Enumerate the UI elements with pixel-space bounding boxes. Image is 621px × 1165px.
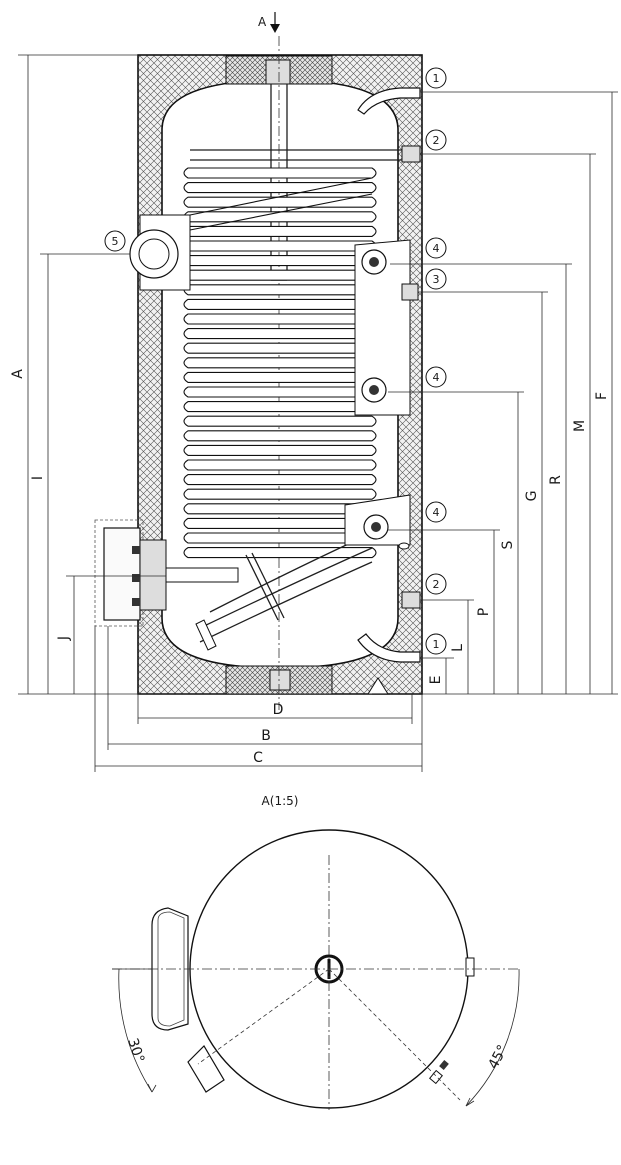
heating-coil xyxy=(183,167,377,559)
callout-number: 5 xyxy=(112,235,119,248)
coil-turn xyxy=(183,284,377,296)
sensor-socket-bottom xyxy=(363,514,410,550)
coil-turn xyxy=(183,386,377,398)
dim-label-c: C xyxy=(253,750,263,766)
coil-turn xyxy=(183,313,377,325)
dim-label-i: I xyxy=(30,476,46,480)
callout-4: 4 xyxy=(425,501,447,523)
dim-label-a: A xyxy=(10,369,26,379)
callout-2: 2 xyxy=(425,129,447,151)
dimension-lines xyxy=(18,54,618,772)
coil-turn xyxy=(183,547,377,559)
coil-turn xyxy=(183,401,377,413)
dim-label-s: S xyxy=(500,540,516,549)
coil-turn xyxy=(183,371,377,383)
dimension-labels: A I J F M RG S P L E DBC xyxy=(10,369,610,766)
coil-turn xyxy=(183,488,377,500)
callout-group: 1 2 4 3 4 4 2 1 5 xyxy=(104,67,447,655)
coil-turn xyxy=(183,444,377,456)
coil-turn xyxy=(183,182,377,194)
heater-flange xyxy=(94,519,239,627)
connection-1-top xyxy=(357,87,421,115)
top-view-socket-right xyxy=(465,957,475,977)
coil-turn xyxy=(183,415,377,427)
callout-3: 3 xyxy=(425,268,447,290)
sensor-socket-middle xyxy=(361,377,387,403)
callout-1: 1 xyxy=(425,67,447,89)
coil-turn xyxy=(183,269,377,281)
coil-turn xyxy=(183,225,377,237)
dim-label-j: J xyxy=(56,636,72,641)
callout-number: 1 xyxy=(433,72,440,85)
connection-2-top xyxy=(190,145,421,163)
coil-turn xyxy=(183,167,377,179)
connection-2-bottom xyxy=(401,591,421,609)
top-view xyxy=(112,829,520,1110)
coil-turn xyxy=(183,357,377,369)
coil-upper-crossing xyxy=(189,177,373,231)
connection-1-bottom xyxy=(357,633,421,663)
callout-number: 4 xyxy=(433,242,440,255)
coil-turn xyxy=(183,328,377,340)
callout-2: 2 xyxy=(425,573,447,595)
dim-label-g: G xyxy=(524,491,540,502)
section-title: A(1:5) xyxy=(262,794,299,808)
callout-1: 1 xyxy=(425,633,447,655)
top-view-socket-lower-right xyxy=(429,1069,443,1085)
lower-coil-bend xyxy=(195,533,373,651)
dim-label-m: M xyxy=(572,420,588,432)
dim-label-b: B xyxy=(261,728,271,744)
coil-turn xyxy=(183,211,377,223)
dim-label-l: L xyxy=(450,644,466,652)
coil-turn xyxy=(183,298,377,310)
sensor-socket-top xyxy=(361,249,387,275)
coil-turn xyxy=(183,459,377,471)
callout-number: 4 xyxy=(433,506,440,519)
callout-4: 4 xyxy=(425,366,447,388)
coil-turn xyxy=(183,342,377,354)
angle-45-label: 45° xyxy=(485,1042,511,1071)
coil-turn xyxy=(183,430,377,442)
callout-number: 3 xyxy=(433,273,440,286)
coil-turn xyxy=(183,474,377,486)
dim-label-r: R xyxy=(548,475,564,485)
callout-number: 1 xyxy=(433,638,440,651)
coil-turn xyxy=(183,240,377,252)
connection-3 xyxy=(401,283,419,301)
coil-turn xyxy=(183,196,377,208)
angle-30-label: 30° xyxy=(124,1036,147,1065)
coil-turn xyxy=(183,255,377,267)
dim-label-f: F xyxy=(594,392,610,400)
callout-number: 2 xyxy=(433,134,440,147)
callout-number: 4 xyxy=(433,371,440,384)
dim-label-e: E xyxy=(428,676,444,685)
view-arrow-a: A xyxy=(258,12,280,33)
inspection-port xyxy=(129,229,179,279)
dim-label-d: D xyxy=(273,702,284,718)
callout-5: 5 xyxy=(104,230,126,252)
top-view-socket-left xyxy=(187,1045,225,1093)
callout-4: 4 xyxy=(425,237,447,259)
view-marker-label: A xyxy=(258,15,267,29)
dim-label-p: P xyxy=(476,608,492,616)
callout-number: 2 xyxy=(433,578,440,591)
